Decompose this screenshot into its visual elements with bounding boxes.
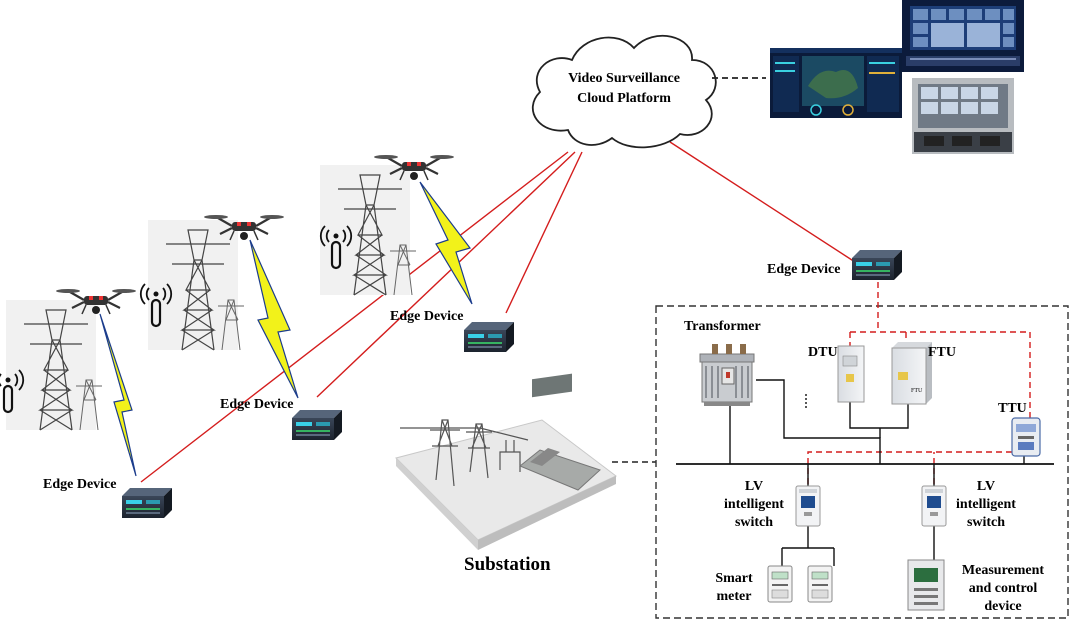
cloud-shape xyxy=(531,34,717,149)
transformer: Transformer xyxy=(684,319,761,406)
control-room-photo xyxy=(912,78,1014,154)
lv-switch-left-line3: switch xyxy=(735,515,773,530)
ftu-label: FTU xyxy=(928,345,956,360)
wireless-link-3 xyxy=(419,181,473,305)
lv-switch-left: LV intelligent switch xyxy=(724,479,821,530)
line-scene-2: Edge Device xyxy=(139,213,342,440)
transformer-label: Transformer xyxy=(684,319,761,334)
dtu-label: DTU xyxy=(808,345,838,360)
link-cloud-edge-2 xyxy=(316,151,576,398)
distribution-edge-device: Edge Device xyxy=(767,250,902,280)
line-scene-3: Edge Device xyxy=(319,153,514,352)
monitoring-center xyxy=(770,0,1024,154)
svg-text:FTU: FTU xyxy=(911,388,923,394)
cloud-title-line1: Video Surveillance xyxy=(568,71,680,86)
measurement-line2: and control xyxy=(969,581,1038,596)
dtu-cabinet: DTU xyxy=(808,345,865,403)
cloud-title-line2: Cloud Platform xyxy=(577,91,671,106)
substation: Substation xyxy=(395,373,617,575)
lv-switch-left-line2: intelligent xyxy=(724,497,784,512)
line-scene-1: Edge Device xyxy=(0,287,172,518)
wireless-link-2 xyxy=(249,239,299,399)
ftu-cabinet: FTU FTU xyxy=(891,342,956,405)
link-cloud-edge-4 xyxy=(669,141,856,263)
smart-meter-line2: meter xyxy=(717,589,752,604)
edge-device-label-2: Edge Device xyxy=(220,397,293,412)
link-cloud-edge-3 xyxy=(505,151,583,314)
cloud-links xyxy=(140,141,856,483)
ttu-label: TTU xyxy=(998,401,1027,416)
video-wall-photo xyxy=(902,0,1024,72)
link-cloud-edge-1 xyxy=(140,151,569,483)
measurement-line1: Measurement xyxy=(962,563,1044,578)
lv-switch-right-line2: intelligent xyxy=(956,497,1016,512)
smart-meter-line1: Smart xyxy=(715,571,753,586)
measurement-device: Measurement and control device xyxy=(907,559,1044,614)
dashboard-screen xyxy=(770,48,902,118)
edge-device-label-1: Edge Device xyxy=(43,477,116,492)
distribution-area xyxy=(655,305,1069,619)
smart-meters: Smart meter xyxy=(715,565,833,604)
substation-label: Substation xyxy=(464,554,551,575)
lv-switch-right: LV intelligent switch xyxy=(921,479,1016,530)
lv-switch-right-line3: switch xyxy=(967,515,1005,530)
edge-device-label-4: Edge Device xyxy=(767,262,840,277)
lv-switch-right-line1: LV xyxy=(977,479,995,494)
cloud-platform: Video Surveillance Cloud Platform xyxy=(531,34,717,149)
measurement-line3: device xyxy=(984,599,1021,614)
distribution-wiring xyxy=(676,379,1054,566)
lv-switch-left-line1: LV xyxy=(745,479,763,494)
ttu-meter: TTU xyxy=(998,401,1041,457)
edge-device-label-3: Edge Device xyxy=(390,309,463,324)
wireless-link-1 xyxy=(99,313,137,477)
